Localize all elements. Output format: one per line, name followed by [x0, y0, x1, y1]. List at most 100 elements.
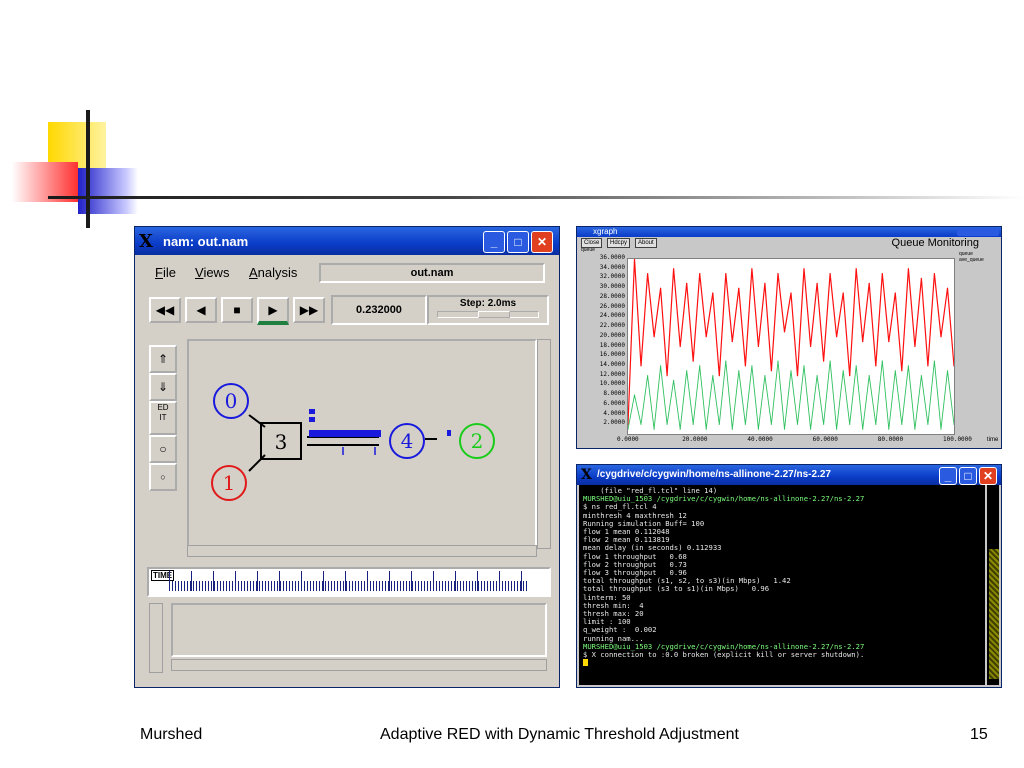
x-logo-icon: X: [581, 467, 592, 483]
data-point-queue: [855, 268, 857, 270]
xgraph-titlebar[interactable]: xgraph: [577, 227, 1001, 237]
y-tick-label: 8.0000: [603, 390, 625, 398]
y-tick-label: 34.0000: [599, 263, 625, 271]
terminal-close-button[interactable]: ✕: [979, 467, 997, 485]
xgraph-window-controls[interactable]: [957, 228, 999, 236]
data-point-queue: [803, 268, 805, 270]
node-3[interactable]: [260, 422, 302, 460]
data-point-queue: [842, 292, 844, 294]
annotation-horizontal-scrollbar[interactable]: [171, 659, 547, 671]
data-point-queue: [738, 287, 740, 289]
step-back-button[interactable]: ◀: [185, 297, 217, 323]
terminal-maximize-button[interactable]: □: [959, 467, 977, 485]
data-point-queue: [731, 341, 733, 343]
y-tick-label: 26.0000: [599, 302, 625, 310]
xgraph-title: xgraph: [593, 227, 618, 236]
terminal-line: linterm: 50: [583, 592, 631, 602]
data-point-ave_queue: [751, 365, 753, 367]
terminal-line: (file "red_fl.tcl" line 14): [583, 486, 718, 495]
step-control[interactable]: Step: 2.0ms: [427, 295, 549, 325]
menu-views[interactable]: Views: [195, 265, 230, 280]
terminal-scrollbar-thumb[interactable]: [989, 549, 999, 679]
zoom-out-icon[interactable]: ⇓: [149, 373, 177, 401]
data-point-ave_queue: [790, 370, 792, 372]
slide-decoration-horizontal-line: [48, 196, 1024, 199]
data-point-ave_queue: [855, 365, 857, 367]
minimize-button[interactable]: _: [483, 231, 505, 253]
y-tick-label: 16.0000: [599, 351, 625, 359]
network-canvas[interactable]: 0 1 3 4 2: [187, 339, 537, 549]
terminal-line: $ ns red_fl.tcl 4: [583, 502, 657, 512]
terminal-line: thresh min: 4: [583, 600, 644, 610]
data-point-ave_queue: [796, 423, 799, 425]
packet-4-2: [447, 430, 451, 436]
x-tick-label: 20.0000: [682, 436, 708, 443]
maximize-button[interactable]: □: [507, 231, 529, 253]
data-point-queue: [660, 287, 662, 289]
xgraph-about-button[interactable]: About: [635, 238, 657, 248]
terminal-line: flow 2 mean 0.113819: [583, 535, 670, 545]
data-point-queue: [816, 282, 818, 284]
node-4[interactable]: [389, 423, 425, 459]
data-point-ave_queue: [738, 370, 740, 372]
data-point-queue: [914, 345, 916, 348]
step-label: Step: 2.0ms: [459, 298, 517, 309]
terminal-output[interactable]: (file "red_fl.tcl" line 14)MURSHED@uiu_1…: [579, 485, 985, 685]
xgraph-hdcpy-button[interactable]: Hdcpy: [607, 238, 631, 248]
menu-file[interactable]: File: [155, 265, 176, 280]
y-tick-label: 18.0000: [599, 341, 625, 349]
y-tick-label: 24.0000: [599, 312, 625, 320]
data-point-ave_queue: [699, 365, 701, 367]
terminal-line: q_weight : 0.002: [583, 625, 657, 635]
data-point-ave_queue: [933, 360, 935, 362]
data-point-ave_queue: [770, 423, 772, 425]
fast-forward-button[interactable]: ▶▶: [293, 297, 325, 323]
data-point-ave_queue: [823, 423, 825, 425]
data-point-ave_queue: [712, 375, 714, 377]
y-tick-label: 28.0000: [599, 292, 625, 300]
data-point-queue: [823, 360, 825, 362]
rewind-button[interactable]: ◀◀: [149, 297, 181, 323]
play-button[interactable]: ▶: [257, 297, 289, 325]
nam-titlebar[interactable]: X nam: out.nam _ □ ✕: [135, 227, 559, 255]
canvas-horizontal-scrollbar[interactable]: [187, 545, 537, 557]
link-1-3: [248, 454, 266, 472]
terminal-titlebar[interactable]: X /cygdrive/c/cygwin/home/ns-allinone-2.…: [577, 465, 1001, 485]
queue-packet-1: [309, 409, 315, 414]
x-tick-label: 0.0000: [617, 436, 639, 443]
data-point-ave_queue: [940, 428, 942, 430]
step-slider[interactable]: [437, 311, 539, 318]
circle-tool-icon[interactable]: ○: [149, 435, 177, 463]
data-point-ave_queue: [927, 423, 929, 425]
step-slider-thumb[interactable]: [478, 311, 510, 318]
terminal-line: flow 2 throughput 0.73: [583, 559, 687, 569]
annotation-vertical-scrollbar[interactable]: [149, 603, 163, 673]
data-point-ave_queue: [907, 365, 909, 367]
node-2[interactable]: [459, 423, 495, 459]
terminal-minimize-button[interactable]: _: [939, 467, 957, 485]
small-circle-tool-icon[interactable]: ○: [149, 463, 177, 491]
stop-button[interactable]: ■: [221, 297, 253, 323]
y-tick-label: 20.0000: [599, 331, 625, 339]
node-1[interactable]: [211, 465, 247, 501]
data-point-queue: [627, 423, 629, 425]
menu-analysis[interactable]: Analysis: [249, 265, 298, 280]
terminal-line: MURSHED@uiu_1503 /cygdrive/c/cygwin/home…: [583, 494, 865, 504]
edit-button[interactable]: ED IT: [149, 401, 177, 435]
close-button[interactable]: ✕: [531, 231, 553, 253]
annotation-pane[interactable]: [171, 603, 547, 657]
y-tick-label: 2.0000: [603, 419, 625, 427]
zoom-in-icon[interactable]: ⇑: [149, 345, 177, 373]
data-point-ave_queue: [803, 365, 805, 367]
xgraph-close-button[interactable]: Close: [581, 238, 603, 248]
data-point-queue: [946, 287, 949, 289]
timeline[interactable]: TIME: [147, 567, 551, 597]
terminal-line: MURSHED@uiu_1503 /cygdrive/c/cygwin/home…: [583, 641, 865, 651]
node-0[interactable]: [213, 383, 249, 419]
canvas-vertical-scrollbar[interactable]: [537, 339, 551, 549]
timeline-major-ticks: [169, 571, 529, 591]
data-point-ave_queue: [633, 394, 636, 396]
x-tick-label: 40.0000: [747, 436, 773, 443]
data-point-ave_queue: [640, 423, 642, 425]
data-point-ave_queue: [810, 428, 812, 430]
